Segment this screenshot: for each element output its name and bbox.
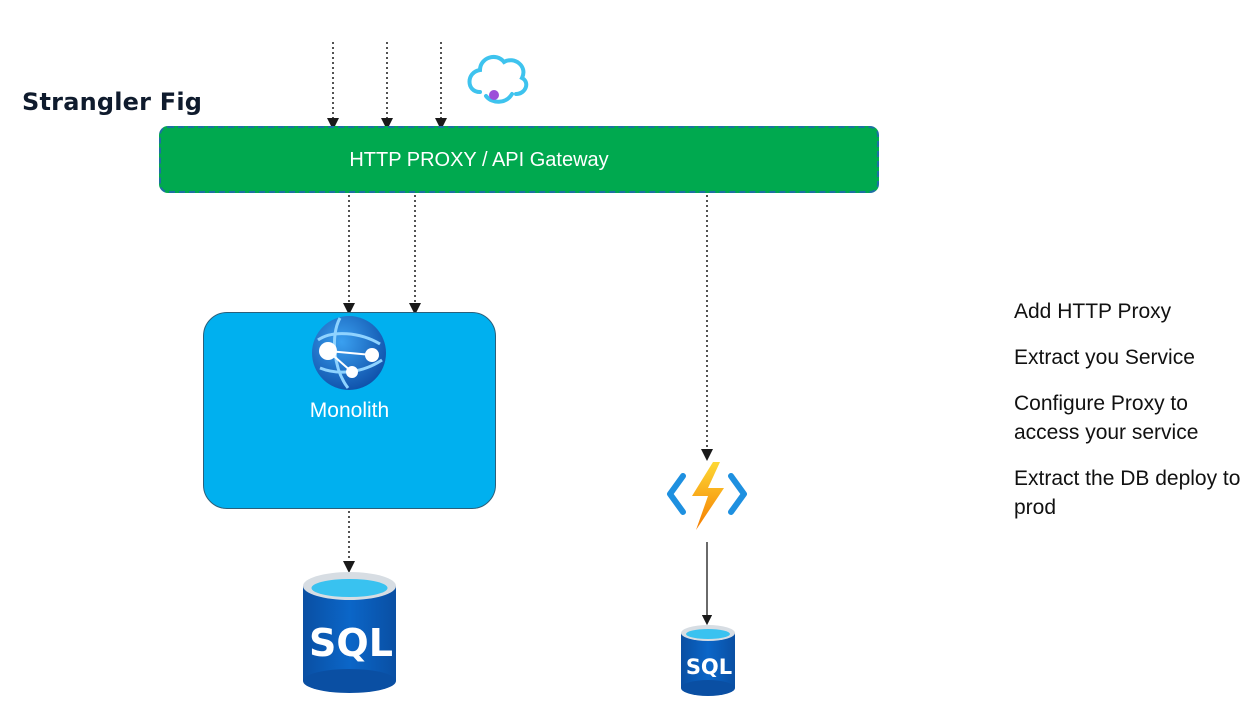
step-item: Extract the DB deploy to prod (1014, 467, 1241, 519)
diagram-title: Strangler Fig (22, 88, 203, 116)
step-item: Extract you Service (1014, 346, 1195, 369)
sql-database-icon: SQL (303, 572, 396, 693)
api-gateway-label: HTTP PROXY / API Gateway (349, 149, 609, 171)
sql-db-label: SQL (309, 621, 393, 665)
steps-list: Add HTTP Proxy Extract you Service Confi… (1014, 297, 1254, 539)
cloud-api-management-icon (467, 54, 529, 104)
step-item: Configure Proxy to access your service (1014, 392, 1199, 444)
incoming-arrows (327, 42, 447, 130)
gateway-to-monolith-arrows (343, 195, 421, 315)
step-item: Add HTTP Proxy (1014, 300, 1172, 323)
monolith-label: Monolith (309, 399, 390, 422)
sql-database-icon: SQL (681, 625, 735, 696)
monolith-box: Monolith (203, 312, 496, 509)
azure-function-icon (667, 462, 747, 530)
sql-db-label: SQL (686, 655, 732, 679)
api-gateway-box: HTTP PROXY / API Gateway (159, 126, 879, 193)
